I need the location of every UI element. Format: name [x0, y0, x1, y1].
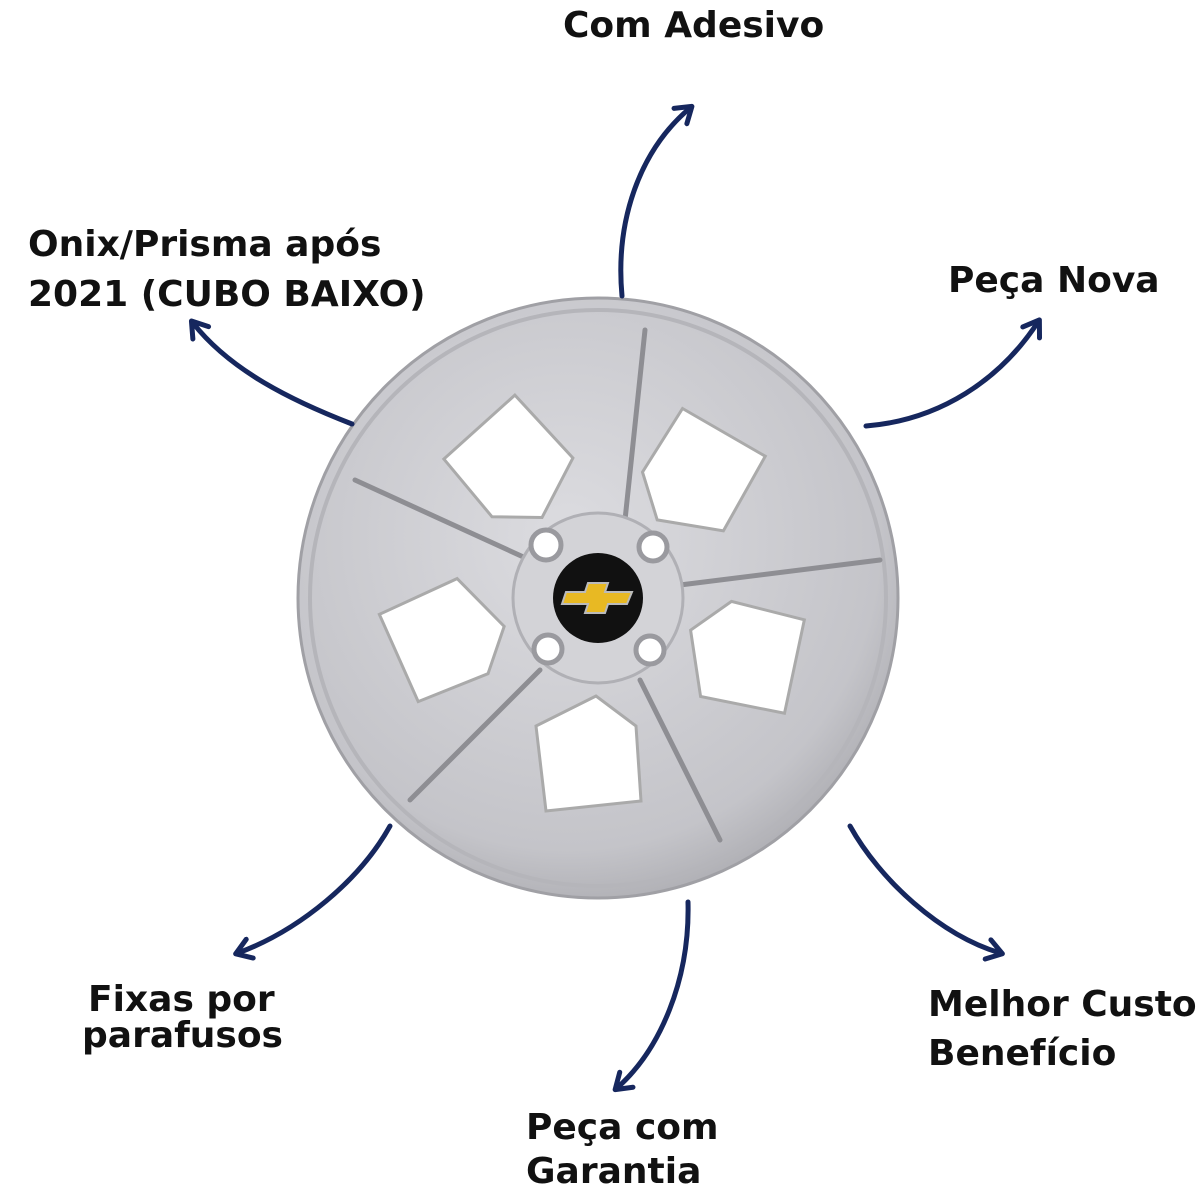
label-line: Peça com — [526, 1107, 719, 1148]
label-fixas-por-parafusos: Fixas por parafusos — [82, 982, 283, 1054]
label-line: Melhor Custo — [928, 984, 1197, 1025]
chevrolet-bowtie-icon — [560, 582, 634, 614]
label-line: Fixas por — [88, 979, 275, 1020]
arrow-bottom-left — [233, 823, 393, 961]
arrow-top-right — [863, 317, 1043, 429]
label-melhor-custo-beneficio: Melhor Custo Benefício — [928, 980, 1197, 1078]
arrow-top-left — [188, 318, 355, 427]
label-peca-com-garantia: Peça com Garantia — [526, 1106, 719, 1194]
hubcap-openings — [377, 393, 807, 813]
label-line: Garantia — [526, 1151, 702, 1192]
arrow-bottom — [612, 899, 691, 1093]
arrow-bottom-right — [847, 823, 1005, 962]
label-line: parafusos — [82, 1015, 283, 1056]
label-line: 2021 (CUBO BAIXO) — [28, 274, 426, 315]
arrows — [188, 103, 1043, 1093]
label-line: Onix/Prisma após — [28, 224, 382, 265]
spoke-grooves — [352, 327, 883, 843]
arrow-top — [618, 103, 695, 299]
label-com-adesivo: Com Adesivo — [563, 5, 825, 46]
label-peca-nova: Peça Nova — [948, 260, 1160, 301]
hubcap — [296, 296, 900, 900]
label-line: Benefício — [928, 1033, 1117, 1074]
label-compatibility: Onix/Prisma após 2021 (CUBO BAIXO) — [28, 223, 426, 317]
lug-holes — [528, 527, 670, 667]
